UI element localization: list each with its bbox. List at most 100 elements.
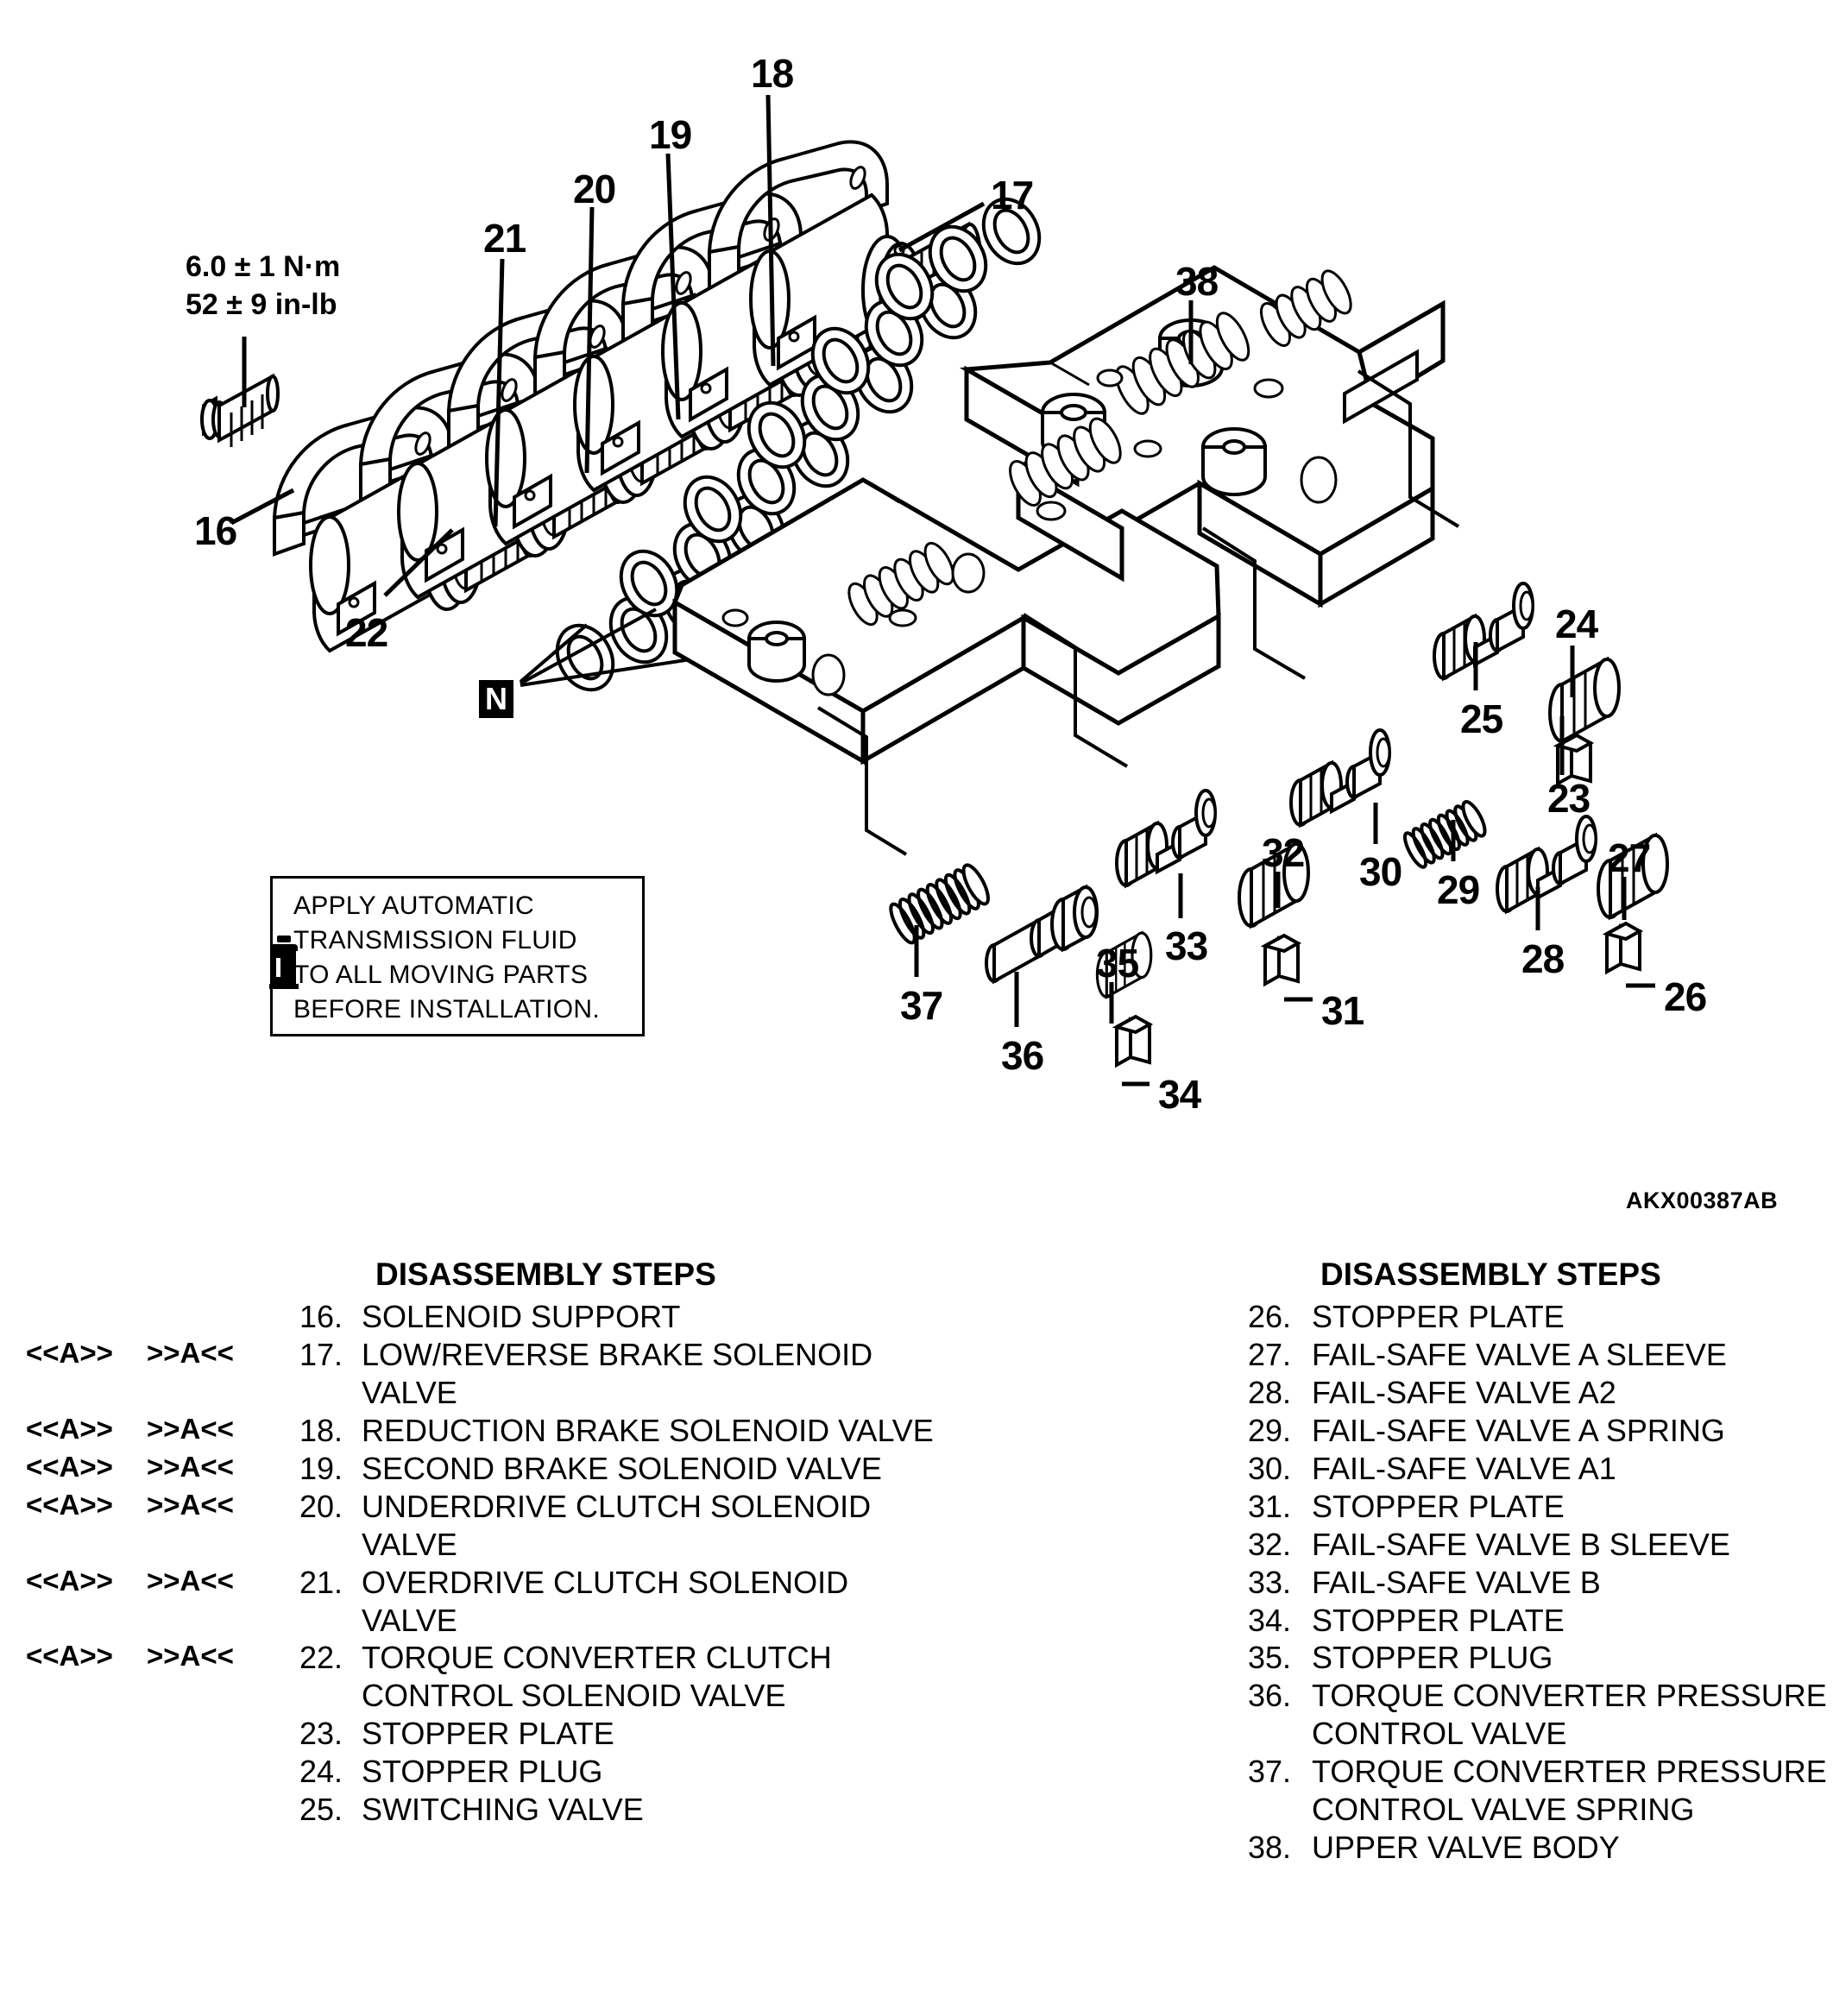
step-marker-after: >>A<< xyxy=(147,1337,234,1370)
step-number: 18. xyxy=(299,1413,343,1448)
non-reusable-part-badge: N xyxy=(479,680,513,718)
step-row: <<A>>>>A<<21.OVERDRIVE CLUTCH SOLENOID V… xyxy=(0,1564,941,1640)
step-row: 26. STOPPER PLATE xyxy=(1208,1298,1833,1336)
step-row: 24.STOPPER PLUG xyxy=(0,1753,941,1791)
tc-pressure-control-valve xyxy=(985,884,1099,985)
callout-25: 25 xyxy=(1460,696,1503,741)
steps-right-heading: DISASSEMBLY STEPS xyxy=(1320,1257,1661,1292)
step-marker-before: <<A>> xyxy=(26,1337,113,1370)
disassembly-steps-left: DISASSEMBLY STEPS 16.SOLENOID SUPPORT<<A… xyxy=(0,1256,941,1829)
step-label: TORQUE CONVERTER PRESSURE CONTROL VALVE … xyxy=(1312,1754,1827,1828)
step-number: 38. xyxy=(1247,1829,1291,1865)
step-row: 29.FAIL-SAFE VALVE A SPRING xyxy=(1208,1412,1833,1450)
step-number: 20. xyxy=(299,1488,343,1524)
fail-safe-valve-a-assembly xyxy=(1289,728,1669,973)
step-number: 16. xyxy=(299,1299,343,1335)
step-label: SECOND BRAKE SOLENOID VALVE xyxy=(362,1450,882,1486)
callout-28: 28 xyxy=(1521,936,1565,981)
step-number: 36. xyxy=(1247,1678,1291,1714)
callout-leaders xyxy=(230,94,1655,1087)
step-number: 21. xyxy=(299,1564,343,1600)
step-row: <<A>>>>A<<22.TORQUE CONVERTER CLUTCH CON… xyxy=(0,1639,941,1715)
step-marker-before: <<A>> xyxy=(26,1640,113,1673)
step-row: 27.FAIL-SAFE VALVE A SLEEVE xyxy=(1208,1336,1833,1374)
callout-17: 17 xyxy=(991,173,1034,217)
step-label: SWITCHING VALVE xyxy=(362,1792,644,1828)
note-text: APPLY AUTOMATIC TRANSMISSION FLUID TO AL… xyxy=(293,889,600,1027)
callout-35: 35 xyxy=(1096,941,1139,986)
step-row: 34. STOPPER PLATE xyxy=(1208,1602,1833,1640)
callout-30: 30 xyxy=(1359,849,1402,894)
step-label: UPPER VALVE BODY xyxy=(1312,1829,1620,1865)
callout-34: 34 xyxy=(1158,1072,1201,1117)
step-row: 32. FAIL-SAFE VALVE B SLEEVE xyxy=(1208,1526,1833,1564)
step-label: TORQUE CONVERTER CLUTCH CONTROL SOLENOID… xyxy=(362,1640,832,1714)
note-box: APPLY AUTOMATIC TRANSMISSION FLUID TO AL… xyxy=(269,876,645,1036)
torque-spec-inlb: 52 ± 9 in-lb xyxy=(186,287,337,321)
callout-19: 19 xyxy=(649,112,692,157)
step-marker-before: <<A>> xyxy=(26,1488,113,1521)
step-label: FAIL-SAFE VALVE B SLEEVE xyxy=(1312,1526,1730,1562)
oil-can-icon xyxy=(269,936,299,989)
callout-29: 29 xyxy=(1437,867,1480,912)
callout-22: 22 xyxy=(345,610,388,655)
step-number: 26. xyxy=(1247,1299,1291,1335)
step-marker-before: <<A>> xyxy=(26,1564,113,1597)
step-label: STOPPER PLUG xyxy=(1312,1640,1553,1676)
note-line-2: TRANSMISSION FLUID xyxy=(293,925,577,954)
step-label: STOPPER PLATE xyxy=(1312,1299,1565,1335)
step-number: 34. xyxy=(1247,1602,1291,1638)
step-row: <<A>> >>A<< 19. SECOND BRAKE SOLENOID VALVE xyxy=(0,1450,941,1488)
step-label: REDUCTION BRAKE SOLENOID VALVE xyxy=(362,1413,934,1448)
step-marker-after: >>A<< xyxy=(147,1488,234,1521)
callout-36: 36 xyxy=(1001,1033,1044,1078)
step-label: FAIL-SAFE VALVE A SPRING xyxy=(1312,1413,1725,1448)
step-number: 19. xyxy=(299,1450,343,1486)
step-number: 28. xyxy=(1247,1375,1291,1411)
step-label: STOPPER PLATE xyxy=(1312,1488,1565,1524)
note-line-1: APPLY AUTOMATIC xyxy=(293,891,535,920)
step-row: 35. STOPPER PLUG xyxy=(1208,1639,1833,1677)
step-label: OVERDRIVE CLUTCH SOLENOID VALVE xyxy=(362,1564,849,1638)
callout-32: 32 xyxy=(1262,830,1305,875)
step-row: 36. TORQUE CONVERTER PRESSURE CONTROL VAL… xyxy=(1208,1677,1833,1753)
step-row: 37. TORQUE CONVERTER PRESSURE CONTROL VAL… xyxy=(1208,1753,1833,1829)
step-marker-after: >>A<< xyxy=(147,1640,234,1673)
step-label: TORQUE CONVERTER PRESSURE CONTROL VALVE xyxy=(1312,1678,1827,1752)
callout-27: 27 xyxy=(1608,835,1651,880)
exploded-diagram xyxy=(200,94,1669,1087)
step-label: UNDERDRIVE CLUTCH SOLENOID VALVE xyxy=(362,1488,872,1562)
step-row: 31.STOPPER PLATE xyxy=(1208,1488,1833,1526)
step-label: STOPPER PLATE xyxy=(1312,1602,1565,1638)
step-label: STOPPER PLUG xyxy=(362,1754,603,1790)
callout-20: 20 xyxy=(573,167,616,211)
step-label: STOPPER PLATE xyxy=(362,1716,614,1752)
step-row: 33.FAIL-SAFE VALVE B xyxy=(1208,1564,1833,1602)
step-number: 37. xyxy=(1247,1754,1291,1790)
step-number: 30. xyxy=(1247,1450,1291,1486)
callout-38: 38 xyxy=(1175,259,1219,304)
callout-21: 21 xyxy=(483,216,526,261)
step-label: FAIL-SAFE VALVE A1 xyxy=(1312,1450,1616,1486)
step-number: 25. xyxy=(299,1792,343,1828)
step-row: 30. FAIL-SAFE VALVE A1 xyxy=(1208,1450,1833,1488)
step-label: LOW/REVERSE BRAKE SOLENOID VALVE xyxy=(362,1337,873,1411)
step-marker-before: <<A>> xyxy=(26,1450,113,1483)
step-row: 16.SOLENOID SUPPORT xyxy=(0,1298,941,1336)
step-label: FAIL-SAFE VALVE A2 xyxy=(1312,1375,1616,1411)
step-number: 35. xyxy=(1247,1640,1291,1676)
callout-18: 18 xyxy=(751,51,794,96)
step-row: 25. SWITCHING VALVE xyxy=(0,1791,941,1829)
callout-24: 24 xyxy=(1555,602,1598,646)
step-marker-before: <<A>> xyxy=(26,1413,113,1445)
tc-pressure-control-spring xyxy=(889,863,990,945)
callout-23: 23 xyxy=(1547,776,1590,821)
step-number: 32. xyxy=(1247,1526,1291,1562)
step-marker-after: >>A<< xyxy=(147,1450,234,1483)
step-row: <<A>>>>A<<17.LOW/REVERSE BRAKE SOLENOID … xyxy=(0,1336,941,1412)
step-marker-after: >>A<< xyxy=(147,1413,234,1445)
callout-31: 31 xyxy=(1321,988,1364,1033)
upper-valve-body xyxy=(671,265,1446,765)
tc-pressure-control-assembly xyxy=(889,863,1153,1067)
